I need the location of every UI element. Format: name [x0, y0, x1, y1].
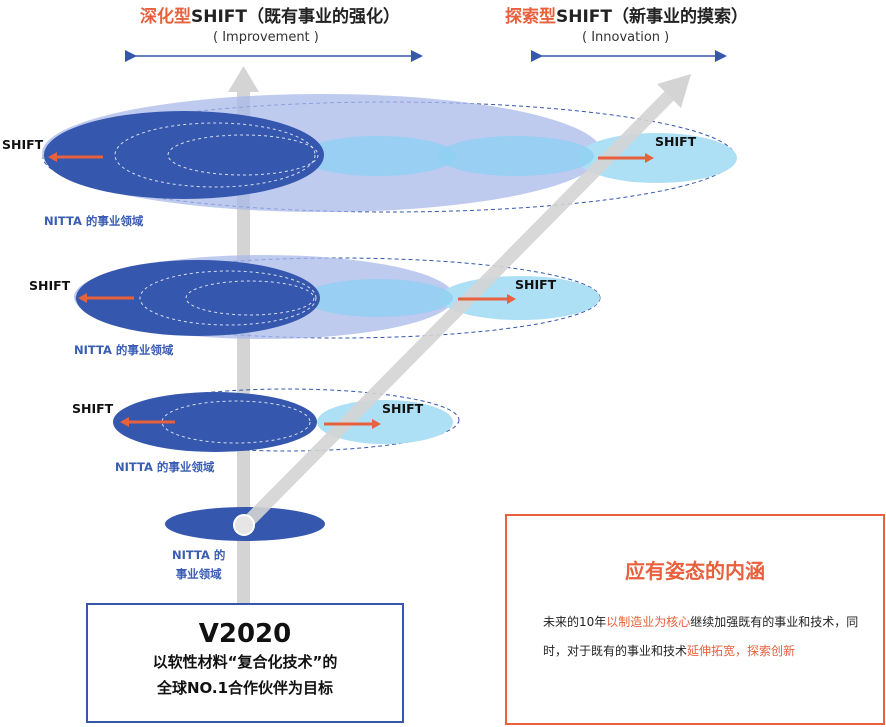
innovation-axis-arrow: [233, 74, 691, 536]
shift-label-l3-right: SHIFT: [382, 401, 424, 416]
vision-title: V2020: [198, 619, 292, 649]
innovation-subtitle: ( Innovation ): [582, 30, 670, 45]
level-1-core-domain: [44, 111, 324, 199]
domain-label-l2: NITTA 的事业领域: [74, 343, 174, 357]
shift-label-l1-left: SHIFT: [2, 137, 44, 152]
innovation-title-rest: SHIFT（新事业的摸索）: [556, 7, 749, 27]
domain-label-base-line1: NITTA 的: [172, 548, 226, 562]
domain-label-base-line2: 事业领域: [175, 567, 222, 581]
outlook-body: 未来的10年以制造业为核心继续加强既有的事业和技术，同时，对于既有的事业和技术延…: [543, 608, 863, 666]
outlook-box: 应有姿态的内涵 未来的10年以制造业为核心继续加强既有的事业和技术，同时，对于既…: [505, 514, 885, 725]
innovation-title-accent: 探索型: [505, 7, 556, 27]
domain-label-l3: NITTA 的事业领域: [115, 460, 215, 474]
level-1-ellipses: [42, 94, 737, 213]
shift-label-l2-left: SHIFT: [29, 278, 71, 293]
shift-label-l2-right: SHIFT: [515, 277, 557, 292]
domain-label-base: NITTA 的 事业领域: [172, 546, 225, 584]
vision-line-1: 以软性材料“复合化技术”的: [152, 653, 338, 671]
shift-label-l1-right: SHIFT: [655, 134, 697, 149]
improvement-header: 深化型SHIFT（既有事业的强化）: [140, 2, 400, 27]
improvement-subtitle: ( Improvement ): [213, 30, 319, 45]
vision-box: V2020 以软性材料“复合化技术”的 全球NO.1合作伙伴为目标: [86, 603, 404, 723]
outlook-title: 应有姿态的内涵: [625, 559, 765, 583]
shift-label-l3-left: SHIFT: [72, 401, 114, 416]
level-2-ellipses: [74, 255, 601, 339]
outlook-body-highlight-1: 以制造业为核心: [606, 615, 691, 629]
level-3-core-domain: [113, 392, 317, 452]
outlook-body-1: 未来的10年: [543, 615, 607, 629]
vision-line-2: 全球NO.1合作伙伴为目标: [156, 679, 334, 697]
shift-arrows: [48, 152, 654, 429]
improvement-axis-arrow: [228, 66, 259, 606]
improvement-title-accent: 深化型: [140, 7, 191, 27]
outlook-body-2: 继续加强既有的事业和技术，同时，对于既有的事业和技术: [543, 615, 859, 658]
origin-point: [233, 514, 255, 536]
innovation-header: 探索型SHIFT（新事业的摸索）: [505, 2, 748, 27]
level-2-core-domain: [76, 260, 320, 336]
outlook-body-highlight-2: 延伸拓宽，探索创新: [687, 644, 796, 658]
improvement-title-rest: SHIFT（既有事业的强化）: [191, 7, 401, 27]
domain-label-l1: NITTA 的事业领域: [44, 214, 144, 228]
